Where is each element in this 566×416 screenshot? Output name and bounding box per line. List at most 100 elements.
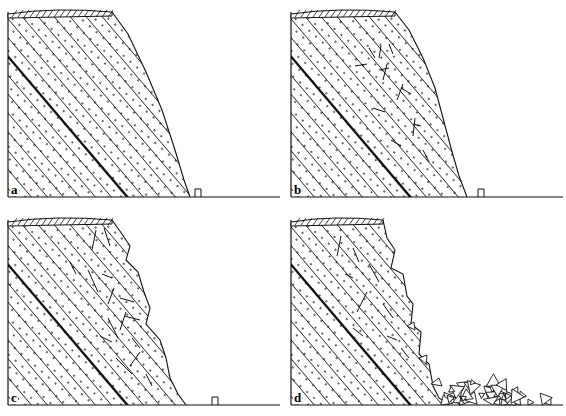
bedding-line: [403, 0, 566, 206]
bedding-line: [120, 208, 295, 414]
bedding-line: [0, 208, 39, 414]
cap-hatch: [307, 218, 312, 225]
cap-hatch: [331, 218, 336, 225]
bedding-line: [195, 208, 370, 414]
cap-hatch: [367, 10, 372, 17]
section-edge: [290, 12, 291, 197]
rock-debris: [479, 393, 485, 398]
cap-hatch: [102, 10, 107, 17]
bedding-line: [0, 0, 167, 206]
cap-hatch: [66, 218, 71, 225]
section-edge: [290, 220, 291, 405]
cap-hatch: [379, 218, 384, 225]
bedding-line: [131, 208, 306, 414]
cap-hatch: [42, 10, 47, 17]
cap-hatch: [349, 10, 354, 17]
rock-debris: [461, 396, 467, 401]
bedding-line: [419, 0, 566, 206]
building-symbol: [212, 397, 218, 405]
cap-hatch: [78, 218, 83, 225]
cap-hatch: [96, 218, 101, 225]
bedding-line: [163, 0, 338, 206]
bedding-line: [0, 208, 151, 414]
cap-hatch: [361, 218, 366, 225]
cap-hatch: [349, 218, 354, 225]
cap-hatch: [379, 10, 384, 17]
bedding-line: [307, 0, 482, 206]
bedding-line: [0, 0, 151, 206]
cap-hatch: [24, 218, 29, 225]
slope-face: [112, 220, 186, 405]
fracture: [401, 88, 411, 94]
slope-panel: [99, 208, 566, 416]
fracture: [383, 64, 387, 80]
slope-face: [395, 12, 467, 197]
bedding-line: [8, 0, 183, 206]
cap-hatch: [30, 10, 35, 17]
cap-hatch: [313, 218, 318, 225]
fracture: [369, 48, 375, 58]
fracture: [146, 374, 152, 386]
rock-strata: [99, 208, 566, 416]
cap-hatch: [337, 218, 342, 225]
cap-hatch: [72, 10, 77, 17]
cap-hatch: [96, 10, 101, 17]
cap-hatch: [36, 218, 41, 225]
cap-hatch: [355, 218, 360, 225]
sandstone-texture: [283, 0, 566, 208]
cap-hatch: [367, 218, 372, 225]
building-symbol: [478, 189, 484, 197]
bedding-line: [0, 208, 103, 414]
bedding-line: [403, 208, 566, 414]
bedding-line: [451, 208, 566, 414]
bedding-line: [115, 208, 290, 414]
bedding-line: [8, 208, 183, 414]
fracture: [379, 68, 389, 70]
weak-plane: [243, 0, 418, 206]
fracture: [132, 338, 140, 348]
bedding-line: [147, 0, 322, 206]
sandstone-texture: [0, 208, 283, 416]
weak-plane: [243, 208, 418, 414]
rock-debris: [483, 397, 498, 405]
cap-hatch: [18, 10, 23, 17]
bedding-line: [499, 208, 566, 414]
bedding-line: [275, 208, 450, 414]
cap-hatch: [108, 218, 113, 225]
bedding-line: [483, 0, 566, 206]
fracture: [345, 274, 353, 278]
bedding-line: [227, 208, 402, 414]
bedding-line: [0, 208, 87, 414]
bedding-line: [88, 0, 263, 206]
sandstone-texture: [0, 0, 283, 208]
cap-hatch: [60, 218, 65, 225]
rock-debris: [511, 389, 524, 404]
bedding-line: [0, 0, 23, 206]
cap-hatch: [373, 10, 378, 17]
cap-hatch: [12, 218, 17, 225]
bedding-line: [291, 0, 466, 206]
building-symbol: [195, 189, 201, 197]
bedding-line: [435, 0, 566, 206]
fracture: [120, 312, 126, 330]
cap-hatch: [355, 10, 360, 17]
cap-hatch: [48, 10, 53, 17]
bedding-line: [259, 208, 434, 414]
rock-debris: [449, 387, 455, 393]
bedding-line: [387, 208, 562, 414]
bedding-line: [339, 0, 514, 206]
bedding-line: [227, 0, 402, 206]
bedding-line: [120, 0, 295, 206]
cap-hatch: [54, 10, 59, 17]
cap-hatch: [385, 10, 390, 17]
fracture: [353, 248, 359, 262]
bedding-line: [0, 208, 23, 414]
fracture: [88, 270, 98, 292]
fracture: [124, 316, 140, 320]
cap-hatch: [343, 10, 348, 17]
fracture: [383, 304, 393, 318]
soil-cap: [8, 218, 112, 226]
cap-hatch: [295, 218, 300, 225]
